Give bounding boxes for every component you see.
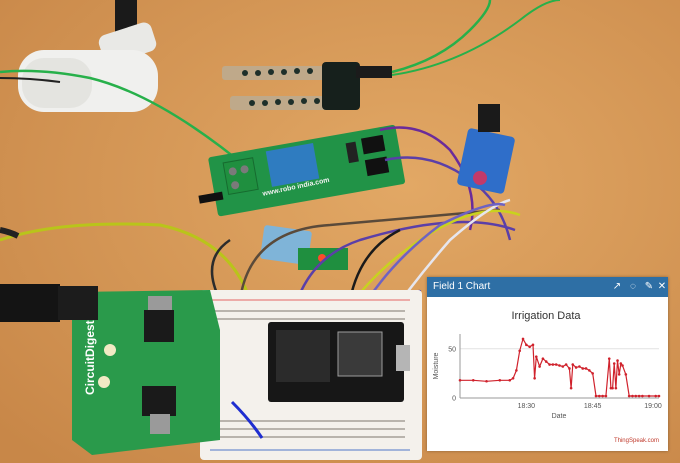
- relay-module: [198, 124, 405, 217]
- data-point: [581, 367, 585, 370]
- data-point: [534, 355, 538, 358]
- chart-plot: Irrigation Data 0 50 18:30 18:45 19:00 Mois…: [433, 310, 662, 444]
- comparator-module: [457, 104, 515, 194]
- y-axis-label: Moisture: [433, 352, 440, 379]
- y-tick-label: 0: [452, 396, 456, 403]
- data-point: [485, 379, 488, 383]
- data-point: [578, 365, 581, 368]
- dht-sensor: [260, 225, 348, 270]
- data-point: [554, 363, 558, 366]
- data-point: [518, 349, 521, 353]
- data-point: [511, 377, 515, 380]
- chart-footer[interactable]: ThingSpeak.com: [614, 438, 659, 444]
- chart-card: Field 1 Chart ↗ ◌ ✎ ✕ Irrigation Data 0 5…: [427, 277, 668, 451]
- data-point: [617, 373, 621, 376]
- data-point: [591, 372, 594, 375]
- x-tick-label: 19:00: [644, 403, 662, 410]
- data-point: [612, 362, 616, 365]
- data-point: [604, 394, 608, 398]
- power-board: [72, 290, 220, 455]
- data-point: [631, 394, 634, 398]
- data-point: [528, 345, 531, 349]
- data-point: [601, 394, 604, 398]
- x-tick-label: 18:30: [518, 403, 536, 410]
- close-icon[interactable]: ✕: [657, 281, 667, 292]
- open-window-icon[interactable]: ↗: [612, 281, 622, 292]
- data-point: [647, 394, 651, 398]
- data-point: [598, 394, 601, 398]
- data-point: [471, 378, 475, 382]
- data-point: [533, 377, 536, 380]
- data-point: [551, 363, 555, 366]
- x-tick-label: 18:45: [584, 403, 602, 410]
- y-tick-label: 50: [448, 346, 456, 353]
- data-point: [657, 394, 661, 398]
- data-point: [637, 394, 641, 398]
- data-point: [508, 378, 512, 382]
- comment-icon[interactable]: ◌: [630, 281, 636, 292]
- chart-header: Field 1 Chart ↗ ◌ ✎ ✕: [427, 277, 668, 297]
- data-point: [558, 364, 561, 367]
- edit-icon[interactable]: ✎: [644, 281, 654, 292]
- data-point: [634, 394, 638, 398]
- data-point: [611, 386, 614, 390]
- water-pump: [0, 0, 251, 171]
- nodemcu-board: [268, 322, 410, 402]
- data-point: [569, 386, 573, 390]
- soil-moisture-probe: [222, 0, 561, 110]
- data-point: [498, 378, 502, 382]
- data-point: [458, 378, 462, 382]
- dc-jack: [0, 284, 98, 322]
- data-point: [584, 367, 588, 370]
- data-point: [627, 394, 631, 398]
- data-point: [614, 386, 618, 390]
- data-point: [521, 337, 525, 341]
- data-point: [654, 394, 657, 398]
- series-line: [460, 337, 659, 397]
- data-point: [531, 343, 535, 347]
- data-point: [588, 369, 591, 372]
- data-point: [568, 367, 571, 370]
- data-point: [544, 360, 548, 363]
- data-point: [548, 363, 551, 366]
- data-point: [594, 394, 598, 398]
- data-point: [538, 365, 541, 368]
- chart-title: Irrigation Data: [511, 310, 581, 322]
- chart-header-title: Field 1 Chart: [433, 281, 491, 292]
- data-point: [525, 343, 528, 347]
- data-point: [571, 363, 575, 366]
- data-point: [564, 363, 568, 366]
- data-point: [616, 359, 619, 362]
- data-point: [515, 369, 518, 372]
- data-point: [621, 364, 624, 367]
- board-brand-label: CircuitDigest: [83, 320, 97, 395]
- data-point: [574, 366, 578, 369]
- data-point: [624, 373, 628, 376]
- data-point: [607, 357, 611, 360]
- x-axis-label: Date: [552, 413, 567, 420]
- data-point: [641, 394, 644, 398]
- data-point: [619, 362, 623, 365]
- data-point: [541, 357, 545, 360]
- data-point: [561, 365, 565, 368]
